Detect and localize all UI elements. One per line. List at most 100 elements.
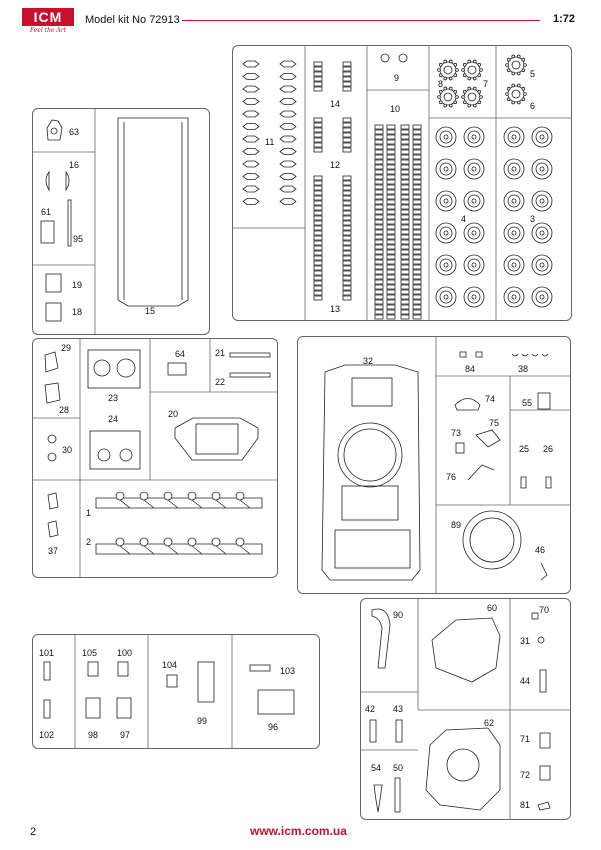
part-24-box: [89, 430, 141, 470]
track-segment: [400, 159, 410, 165]
label-part-9: 9: [394, 73, 400, 83]
track-link: [242, 73, 260, 80]
hull-panel-dividers: [435, 336, 571, 594]
road-wheel: [435, 254, 457, 276]
track-segment: [313, 200, 323, 206]
label-part-10: 10: [390, 104, 401, 114]
road-wheel: [531, 222, 553, 244]
track-segment: [400, 164, 410, 170]
label-part-1: 1: [86, 508, 92, 518]
track-segment: [313, 132, 323, 138]
part-103-shape: [249, 664, 271, 672]
sprocket: [505, 54, 527, 76]
track-segment: [412, 214, 422, 220]
part-63-shape: [46, 119, 63, 141]
label-part-99: 99: [197, 716, 208, 726]
track-segment: [400, 184, 410, 190]
track-segment: [400, 279, 410, 285]
sprue-panel-suspension: [32, 338, 278, 578]
part-75-shape: [475, 429, 501, 448]
label-part-12: 12: [330, 160, 341, 170]
track-segment: [412, 299, 422, 305]
suspension-arm-strip: [95, 537, 263, 555]
turret-panel-dividers: [360, 598, 571, 820]
part-32-turret-ring-inner: [343, 428, 397, 482]
label-part-19: 19: [72, 280, 83, 290]
part-32-rear: [334, 529, 411, 569]
track-segment: [400, 304, 410, 310]
track-segment: [342, 185, 352, 191]
track-segment: [342, 200, 352, 206]
part-20-inner: [195, 423, 239, 455]
label-part-44: 44: [520, 676, 531, 686]
track-segment: [386, 299, 396, 305]
road-wheel: [463, 286, 485, 308]
track-segment: [313, 275, 323, 281]
track-segment: [342, 235, 352, 241]
label-part-46: 46: [535, 545, 546, 555]
label-part-98: 98: [88, 730, 99, 740]
track-segment: [386, 149, 396, 155]
track-link: [242, 110, 260, 118]
track-segment: [313, 255, 323, 261]
part-23-disc-a: [93, 359, 111, 377]
track-segment: [342, 220, 352, 226]
track-segment: [374, 259, 384, 265]
track-segment: [386, 219, 396, 225]
part-38-set: [511, 353, 549, 357]
track-segment: [412, 219, 422, 225]
track-segment: [374, 254, 384, 260]
track-segment: [313, 137, 323, 143]
track-segment: [342, 255, 352, 261]
part-89-ring-outer: [462, 510, 522, 570]
label-part-64: 64: [175, 349, 186, 359]
part-62-ring: [446, 748, 480, 782]
track-segment: [374, 179, 384, 185]
label-part-7: 7: [483, 79, 489, 89]
track-link: [279, 110, 297, 118]
track-segment: [386, 254, 396, 260]
track-segment: [400, 214, 410, 220]
track-segment: [374, 239, 384, 245]
track-segment: [374, 129, 384, 135]
track-link: [279, 135, 297, 143]
road-wheel: [531, 158, 553, 180]
label-part-105: 105: [82, 648, 98, 658]
track-segment: [386, 284, 396, 290]
small-parts-dividers: [74, 634, 233, 749]
track-segment: [342, 137, 352, 143]
track-segment: [342, 122, 352, 128]
track-segment: [374, 194, 384, 200]
track-segment: [313, 250, 323, 256]
label-part-50: 50: [393, 763, 404, 773]
track-segment: [374, 154, 384, 160]
road-wheel: [503, 222, 525, 244]
track-segment: [342, 66, 352, 72]
track-segment: [386, 289, 396, 295]
track-segment: [374, 139, 384, 145]
track-segment: [386, 199, 396, 205]
track-link: [279, 123, 297, 130]
label-part-23: 23: [108, 393, 119, 403]
track-segment: [313, 117, 323, 123]
track-segment: [412, 149, 422, 155]
track-segment: [386, 214, 396, 220]
label-part-103: 103: [280, 666, 296, 676]
part-9-disc-a: [380, 53, 390, 63]
track-segment: [386, 314, 396, 320]
track-segment: [400, 134, 410, 140]
road-wheel: [531, 286, 553, 308]
track-segment: [342, 260, 352, 266]
track-segment: [412, 279, 422, 285]
label-part-30: 30: [62, 445, 73, 455]
track-segment: [342, 76, 352, 82]
track-segment: [412, 139, 422, 145]
header-rule: [182, 20, 540, 21]
track-segment: [386, 159, 396, 165]
track-segment: [386, 204, 396, 210]
part-32-turret-ring: [337, 422, 403, 488]
part-28-shape: [44, 382, 61, 404]
part-32-hull: [321, 364, 421, 581]
track-segment: [412, 199, 422, 205]
part-98-shape: [85, 697, 101, 719]
